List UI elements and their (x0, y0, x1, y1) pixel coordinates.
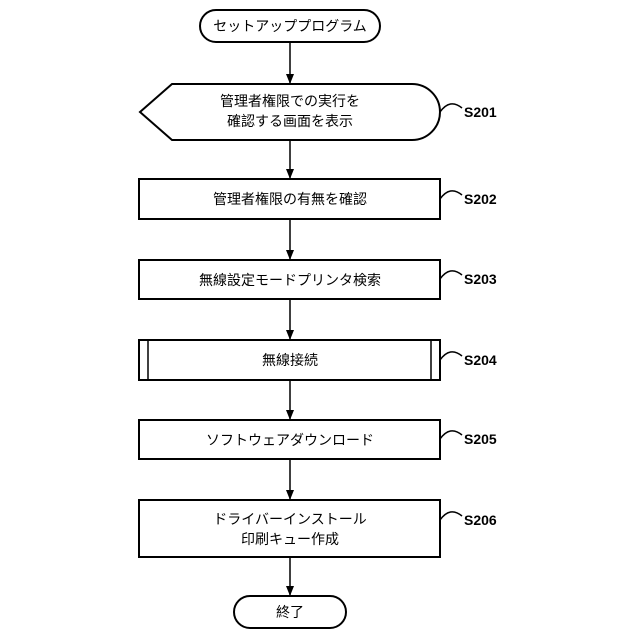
step-s201-line-1: 管理者権限での実行を (220, 93, 360, 110)
step-s205: ソフトウェアダウンロード S205 (139, 420, 497, 459)
step-s205-text: ソフトウェアダウンロード (206, 433, 374, 449)
step-s206-line-1: ドライバーインストール (213, 512, 366, 528)
step-s203: 無線設定モードプリンタ検索 S203 (139, 260, 497, 299)
step-label-s204: S204 (464, 352, 497, 368)
label-leader-s204 (440, 352, 462, 360)
step-s202-text: 管理者権限の有無を確認 (213, 191, 367, 208)
end-text: 終了 (276, 605, 304, 621)
label-leader-s203 (440, 271, 462, 279)
step-label-s202: S202 (464, 191, 497, 207)
label-leader-s202 (440, 191, 462, 199)
step-label-s205: S205 (464, 431, 497, 447)
label-leader-s206 (440, 512, 462, 520)
step-s201-line-2: 確認する画面を表示 (227, 114, 353, 130)
step-s203-text: 無線設定モードプリンタ検索 (199, 272, 381, 289)
step-s202: 管理者権限の有無を確認 S202 (139, 179, 497, 219)
step-s204-text: 無線接続 (262, 352, 318, 369)
label-leader-s201 (440, 104, 462, 112)
step-s204: 無線接続 S204 (139, 340, 497, 380)
step-s206: ドライバーインストール 印刷キュー作成 S206 (139, 500, 497, 557)
step-label-s203: S203 (464, 271, 497, 287)
start-terminator: セットアッププログラム (200, 10, 380, 42)
label-leader-s205 (440, 431, 462, 439)
step-label-s206: S206 (464, 512, 497, 528)
step-label-s201: S201 (464, 104, 497, 120)
end-terminator: 終了 (234, 596, 346, 628)
step-s201: 管理者権限での実行を 確認する画面を表示 S201 (140, 84, 497, 140)
step-s206-line-2: 印刷キュー作成 (241, 532, 339, 548)
start-text: セットアッププログラム (213, 19, 367, 35)
